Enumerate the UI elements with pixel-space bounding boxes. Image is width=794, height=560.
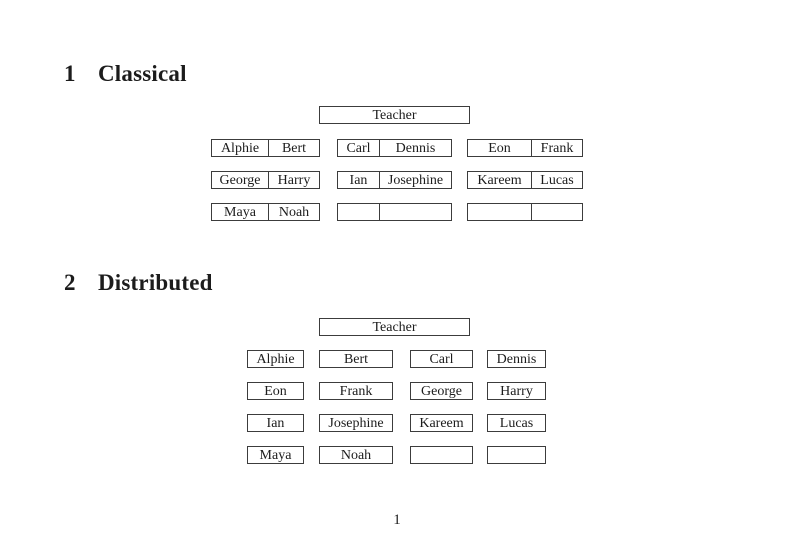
desk — [337, 203, 452, 221]
seat: Harry — [277, 172, 311, 188]
seat — [410, 446, 473, 464]
seat — [380, 204, 451, 220]
seat: Dennis — [487, 350, 546, 368]
seat: Ian — [338, 172, 380, 188]
desk: Maya Noah — [211, 203, 320, 221]
section-title: Distributed — [98, 270, 213, 295]
seat: Alphie — [247, 350, 304, 368]
desk — [467, 203, 583, 221]
seat: Noah — [319, 446, 393, 464]
seat: Kareem — [410, 414, 473, 432]
seat: Carl — [410, 350, 473, 368]
teacher-box-classical: Teacher — [319, 106, 470, 124]
seat — [468, 204, 532, 220]
section-title: Classical — [98, 61, 187, 86]
desk: Carl Dennis — [337, 139, 452, 157]
seat: Bert — [319, 350, 393, 368]
seat: Eon — [247, 382, 304, 400]
section-number: 1 — [64, 61, 76, 86]
desk: Alphie Bert — [211, 139, 320, 157]
page-number: 1 — [393, 512, 401, 528]
seat: Ian — [247, 414, 304, 432]
seat: Lucas — [540, 172, 574, 188]
seat: Eon — [468, 140, 532, 156]
seat — [338, 204, 380, 220]
seat: Maya — [212, 204, 269, 220]
seat: Carl — [338, 140, 380, 156]
seat: Dennis — [395, 140, 436, 156]
seat: Frank — [540, 140, 574, 156]
seat — [532, 204, 582, 220]
desk: Ian Josephine — [337, 171, 452, 189]
seat: George — [212, 172, 269, 188]
section-heading-classical: 1 Classical — [64, 61, 187, 87]
seat: Josephine — [319, 414, 393, 432]
seat: Bert — [281, 140, 307, 156]
teacher-box-distributed: Teacher — [319, 318, 470, 336]
seat: Kareem — [468, 172, 532, 188]
desk: Kareem Lucas — [467, 171, 583, 189]
seat: Noah — [278, 204, 310, 220]
seat: Harry — [487, 382, 546, 400]
seat: Maya — [247, 446, 304, 464]
seat: Lucas — [487, 414, 546, 432]
seat: George — [410, 382, 473, 400]
seat: Alphie — [212, 140, 269, 156]
desk: Eon Frank — [467, 139, 583, 157]
section-number: 2 — [64, 270, 76, 295]
seat: Josephine — [387, 172, 444, 188]
section-heading-distributed: 2 Distributed — [64, 270, 213, 296]
desk: George Harry — [211, 171, 320, 189]
seat: Frank — [319, 382, 393, 400]
seat — [487, 446, 546, 464]
